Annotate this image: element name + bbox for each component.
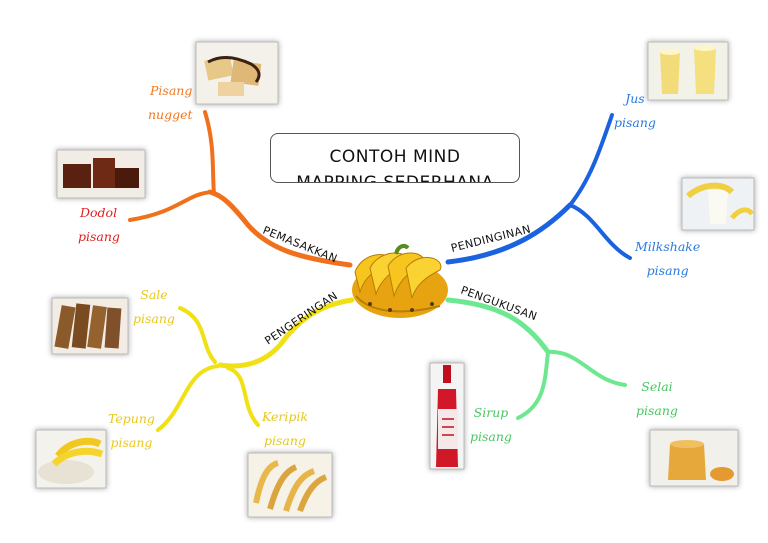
branch-pengeringan-to-keripik: [226, 366, 260, 427]
leaf-selai-pisang: Selai pisang: [636, 378, 678, 420]
leaf-sale-pisang: Sale pisang: [133, 286, 175, 328]
branch-pemasakkan: [128, 110, 353, 268]
leaf-sale-pisang-line2: pisang: [133, 311, 175, 326]
banana-bunch-image: [352, 244, 448, 318]
dodol-photo: [56, 149, 146, 199]
leaf-selai-pisang-line2: pisang: [636, 403, 678, 418]
leaf-selai-pisang-line1: Selai: [641, 379, 673, 394]
leaf-milkshake-pisang: Milkshake pisang: [635, 238, 700, 280]
leaf-dodol-pisang: Dodol pisang: [78, 204, 120, 246]
chips-photo: [247, 452, 333, 518]
label-pendinginan: PENDINGINAN: [450, 222, 533, 254]
leaf-sirup-pisang: Sirup pisang: [470, 404, 512, 446]
branch-pendinginan: [445, 113, 632, 265]
title-line-1: CONTOH MIND: [329, 147, 461, 167]
branch-pemasakkan-trunk: [207, 189, 353, 268]
leaf-tepung-pisang-line1: Tepung: [108, 411, 155, 426]
sale-photo: [51, 297, 129, 355]
leaf-milkshake-pisang-line1: Milkshake: [635, 239, 701, 254]
leaf-sirup-pisang-line1: Sirup: [473, 405, 509, 420]
branch-pengukusan-trunk: [445, 297, 551, 355]
branch-pengeringan-to-tepung: [156, 364, 220, 432]
flour-photo: [35, 429, 107, 489]
leaf-tepung-pisang-line2: pisang: [110, 435, 153, 450]
branch-pengukusan-to-sirup: [516, 350, 550, 420]
leaf-keripik-pisang-line2: pisang: [264, 433, 306, 448]
leaf-pisang-nugget-line2: nugget: [148, 107, 193, 122]
leaf-jus-pisang-line1: Jus: [625, 91, 645, 106]
title-line-2: MAPPING SEDERHANA: [296, 173, 494, 183]
branch-pengukusan: [445, 297, 627, 420]
label-pengeringan: PENGERINGAN: [262, 289, 340, 347]
juice-photo: [647, 41, 729, 101]
branch-pendinginan-to-milkshake: [568, 203, 632, 260]
leaf-milkshake-pisang-line2: pisang: [646, 263, 689, 278]
branch-pengeringan: [156, 297, 355, 432]
leaf-jus-pisang-line2: pisang: [614, 115, 656, 130]
jam-photo: [649, 429, 739, 487]
branch-pemasakkan-to-nugget: [203, 110, 216, 196]
leaf-tepung-pisang: Tepung pisang: [108, 410, 155, 452]
leaf-sale-pisang-line1: Sale: [140, 287, 168, 302]
branch-pengeringan-to-sale: [178, 306, 217, 364]
branch-pemasakkan-to-dodol: [128, 190, 214, 222]
leaf-jus-pisang: Jus pisang: [614, 90, 656, 132]
leaf-keripik-pisang: Keripik pisang: [262, 408, 308, 450]
nugget-photo: [195, 41, 279, 105]
leaf-keripik-pisang-line1: Keripik: [262, 409, 308, 424]
leaf-pisang-nugget: Pisang nugget: [148, 82, 193, 124]
leaf-sirup-pisang-line2: pisang: [470, 429, 512, 444]
branch-pendinginan-to-jus: [568, 113, 614, 207]
branch-pendinginan-trunk: [445, 202, 573, 265]
syrup-photo: [429, 362, 465, 470]
branch-pengukusan-to-selai: [546, 349, 627, 387]
leaf-dodol-pisang-line2: pisang: [78, 229, 120, 244]
branch-pengeringan-trunk: [217, 297, 355, 369]
leaf-pisang-nugget-line1: Pisang: [150, 83, 193, 98]
milkshake-photo: [681, 177, 755, 231]
title-box: CONTOH MIND MAPPING SEDERHANA: [270, 133, 520, 183]
leaf-dodol-pisang-line1: Dodol: [80, 205, 118, 220]
